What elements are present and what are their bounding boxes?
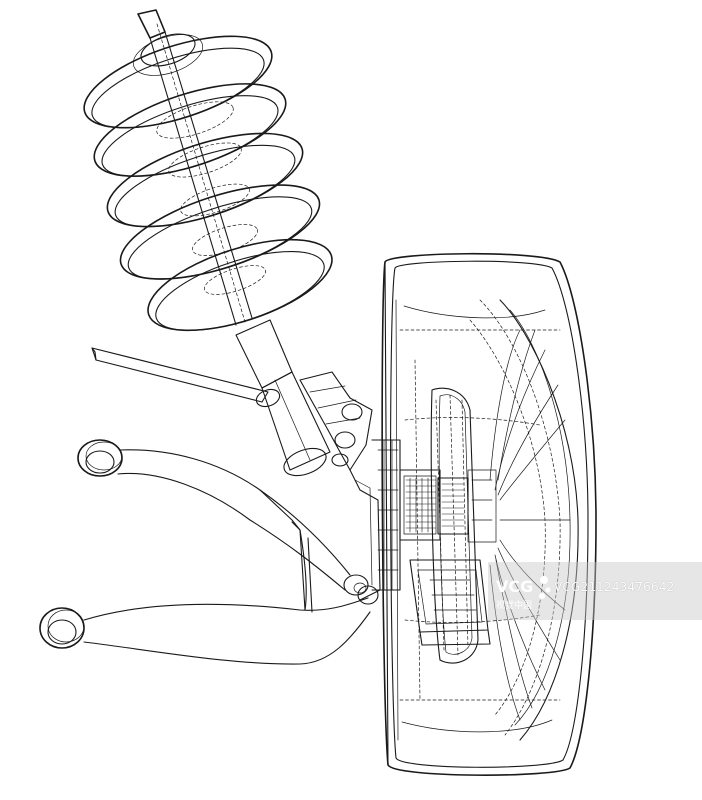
stabilizer-bar <box>91 347 269 403</box>
shock-absorber-rod <box>132 9 253 326</box>
vcg-logo-subtext: 视觉中国 <box>496 599 532 611</box>
vcg-logo-icon: VCG 视觉中国 <box>496 576 551 611</box>
coil-spring <box>83 35 333 332</box>
wheel-hub <box>371 439 497 591</box>
hidden-lines <box>399 329 561 701</box>
lower-control-arm <box>39 439 379 665</box>
vcg-logo-text: VCG <box>496 577 533 596</box>
brake-disc <box>430 387 479 664</box>
steering-knuckle <box>299 371 381 601</box>
watermark-code: VCG211243476642 <box>554 580 675 594</box>
watermark-band <box>488 562 702 620</box>
wheel-tire <box>381 252 597 776</box>
strut-body <box>235 319 331 477</box>
brake-caliper <box>409 559 491 646</box>
